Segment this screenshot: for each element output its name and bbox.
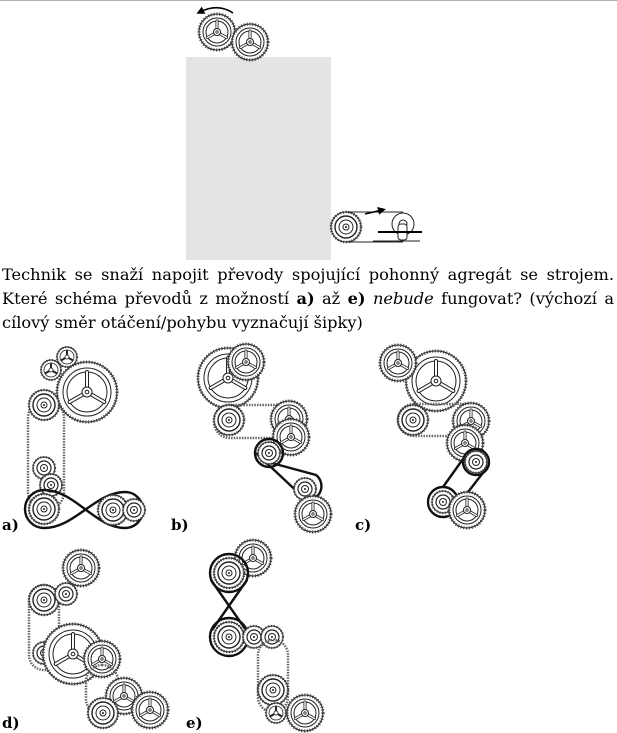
option-label-c: c) [355, 516, 372, 534]
scheme-b [196, 342, 333, 534]
input-drive-mechanism [329, 210, 422, 244]
option-label-d: d) [2, 714, 20, 732]
question-part3 [366, 289, 373, 308]
motion-arrow-icon [364, 207, 386, 215]
option-label-a: a) [2, 516, 19, 534]
scheme-e [208, 538, 325, 733]
question-bold-a: a) [296, 289, 315, 308]
question-part4: fungovat? (výchozí a cílový směr otáčení… [2, 289, 614, 332]
question-text: Technik se snaží napojit převody spojují… [2, 263, 614, 335]
question-italic-word: nebude [372, 289, 434, 308]
machine-box [186, 57, 331, 260]
output-gear-pair [197, 12, 270, 62]
scheme-a [23, 345, 147, 530]
question-part2: až [314, 289, 348, 308]
option-label-b: b) [171, 516, 189, 534]
question-bold-e: e) [347, 289, 366, 308]
scheme-d [27, 548, 170, 730]
scheme-c [378, 343, 491, 530]
rotation-arrow-icon [196, 6, 234, 14]
top-rule [0, 0, 617, 1]
option-label-e: e) [186, 714, 203, 732]
question-part1: Technik se snaží napojit převody spojují… [2, 265, 614, 308]
